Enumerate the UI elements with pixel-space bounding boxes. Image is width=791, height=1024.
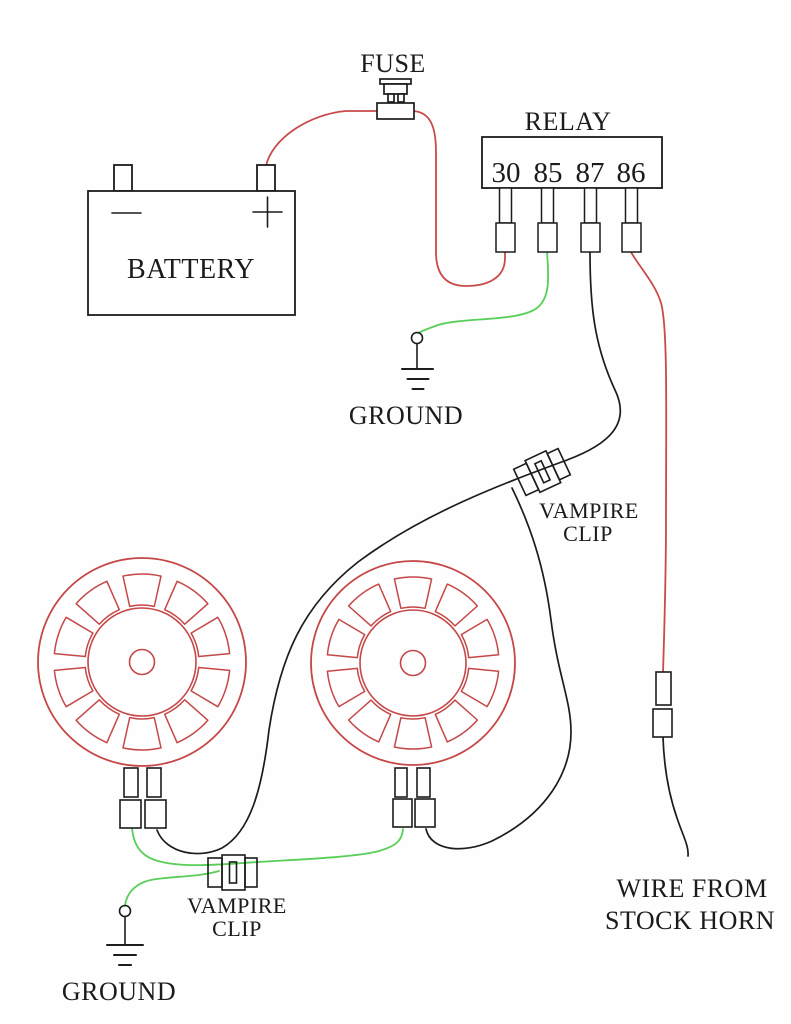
horn-slot <box>190 616 231 658</box>
horn-slot <box>53 616 94 658</box>
relay-symbol <box>481 136 663 253</box>
wire-stock-horn-tail <box>662 736 689 857</box>
horn-slot <box>434 699 479 743</box>
relay-terminal-30-label: 30 <box>491 157 521 189</box>
stock-horn-connector <box>652 671 673 738</box>
red-power-wires <box>265 110 668 674</box>
stock-horn-label-line2: STOCK HORN <box>605 906 775 935</box>
horn-slot <box>326 667 366 708</box>
relay-connector-30 <box>495 222 516 253</box>
wire-fuse-to-relay30 <box>412 110 506 287</box>
horn-slot <box>163 580 209 625</box>
relay-pin-87 <box>583 187 598 224</box>
horn-left-ground-connector <box>119 799 142 829</box>
horn-slot <box>163 699 209 744</box>
wire-relay87-to-horn-left <box>156 251 621 855</box>
horn-slot <box>393 576 433 610</box>
horn-slot <box>347 583 392 627</box>
relay-connector-85 <box>537 222 558 253</box>
vampire-clip-bottom-label-line1: VAMPIRE <box>187 893 287 918</box>
wire-clip-to-horn-right <box>425 487 572 850</box>
horn-circle <box>399 649 427 677</box>
battery-box <box>87 190 296 316</box>
wire-relay85-to-ground <box>417 251 550 334</box>
horn-left-terminals <box>119 767 167 829</box>
black-signal-wires <box>156 251 689 857</box>
relay-terminal-85-label: 85 <box>533 157 563 189</box>
horn-circle <box>128 648 156 676</box>
wire-battery-to-fuse <box>265 110 379 167</box>
relay-connector-87 <box>580 222 601 253</box>
vampire-clip-top-symbol <box>512 447 572 497</box>
horn-slot <box>326 618 366 659</box>
fuse-prong-left <box>387 93 395 103</box>
relay-box <box>481 136 663 189</box>
wire-clip-to-ground-bottom <box>124 870 220 907</box>
horn-right-terminals <box>392 767 436 828</box>
battery-label: BATTERY <box>127 254 255 285</box>
relay-terminal-87-label: 87 <box>575 157 605 189</box>
horn-slot <box>75 580 121 625</box>
horn-slot <box>460 618 500 659</box>
horn-slot <box>53 666 94 708</box>
battery-terminal-positive <box>256 164 276 192</box>
horn-right-ground-connector <box>392 798 413 828</box>
relay-label: RELAY <box>524 107 612 136</box>
fuse-label: FUSE <box>360 49 426 78</box>
stock-horn-label-line1: WIRE FROM <box>616 874 768 903</box>
relay-connector-86 <box>621 222 642 253</box>
vampire-clip-top-label-line2: CLIP <box>563 521 613 546</box>
wire-horn-to-horn-ground-link <box>131 827 404 867</box>
wire-relay86-to-stock-connector <box>630 251 668 674</box>
relay-terminal-86-label: 86 <box>616 157 646 189</box>
ground-bottom-label: GROUND <box>61 977 177 1006</box>
horn-slot <box>393 716 433 750</box>
ground-top-label: GROUND <box>348 401 464 430</box>
fuse-holder <box>376 102 415 120</box>
horn-slot <box>347 699 392 743</box>
vampire-clip-bottom-symbol <box>207 854 258 891</box>
relay-pins <box>495 187 642 253</box>
horn-slot <box>190 666 231 708</box>
fuse-prong-right <box>397 93 405 103</box>
horn-slot <box>122 716 162 751</box>
horn-circle <box>310 560 516 766</box>
relay-pin-85 <box>540 187 555 224</box>
ground-symbol-top <box>401 331 434 390</box>
fuse-body <box>383 83 408 95</box>
horn-circle <box>359 609 467 717</box>
ground-ring-terminal <box>410 331 424 345</box>
horn-left-signal-connector <box>144 799 167 829</box>
green-ground-wires <box>124 251 550 907</box>
horn-left-symbol <box>37 557 247 767</box>
horn-slot <box>460 667 500 708</box>
relay-pin-30 <box>498 187 513 224</box>
vampire-clip-bottom-label-line2: CLIP <box>212 916 262 941</box>
horn-slot <box>122 573 162 608</box>
horn-right-signal-connector <box>414 798 436 828</box>
ground-symbol-bottom <box>106 904 144 966</box>
fuse-symbol <box>376 78 415 120</box>
vampire-clip-top-label-line1: VAMPIRE <box>539 498 639 523</box>
horn-slot <box>75 699 121 744</box>
horn-slot <box>434 583 479 627</box>
relay-pin-86 <box>624 187 639 224</box>
horn-circle <box>37 557 247 767</box>
horn-right-symbol <box>310 560 516 766</box>
horn-circle <box>87 607 197 717</box>
battery-symbol <box>87 164 296 316</box>
battery-terminal-negative <box>113 164 133 192</box>
